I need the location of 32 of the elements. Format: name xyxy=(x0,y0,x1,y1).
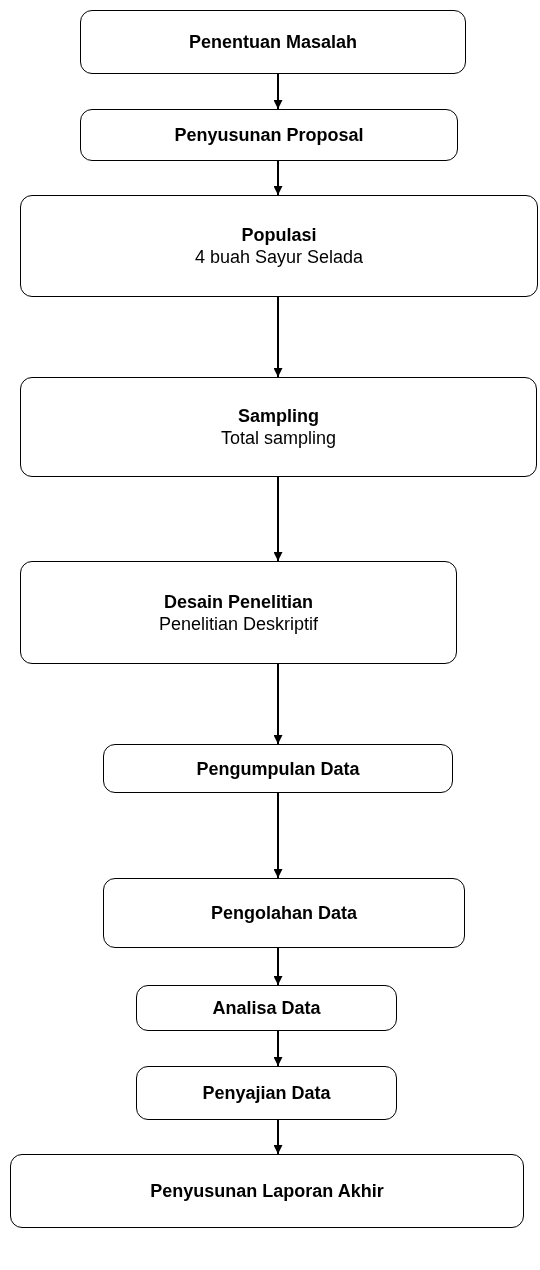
step-title: Desain Penelitian xyxy=(163,590,314,613)
process-box xyxy=(80,10,466,74)
step-title: Penyusunan Laporan Akhir xyxy=(150,1180,384,1202)
process-box xyxy=(136,1066,397,1120)
step-title: Penentuan Masalah xyxy=(188,31,357,53)
step-description: Total sampling xyxy=(220,427,337,449)
process-box xyxy=(20,195,538,297)
step-description: Penelitian Deskriptif xyxy=(158,612,319,635)
process-box xyxy=(20,561,457,664)
arrow xyxy=(273,160,283,196)
step-title: Analisa Data xyxy=(212,997,321,1019)
process-box xyxy=(20,377,537,477)
step-title: Penyajian Data xyxy=(202,1082,331,1104)
arrow xyxy=(273,792,283,879)
step-title: Penyusunan Proposal xyxy=(174,124,364,146)
process-box xyxy=(80,109,458,161)
arrow xyxy=(273,947,283,986)
arrow xyxy=(273,1030,283,1067)
step-title: Pengumpulan Data xyxy=(196,757,360,780)
arrow xyxy=(273,296,283,378)
step-title: Pengolahan Data xyxy=(211,902,357,924)
arrow xyxy=(273,663,283,745)
arrow xyxy=(273,476,283,562)
step-description: 4 buah Sayur Selada xyxy=(194,246,364,268)
step-title: Populasi xyxy=(241,224,317,246)
arrow xyxy=(273,1119,283,1155)
process-box xyxy=(10,1154,524,1228)
process-box xyxy=(103,744,453,793)
process-box xyxy=(136,985,397,1031)
process-box xyxy=(103,878,465,948)
arrow xyxy=(273,73,283,110)
step-title: Sampling xyxy=(238,405,319,427)
